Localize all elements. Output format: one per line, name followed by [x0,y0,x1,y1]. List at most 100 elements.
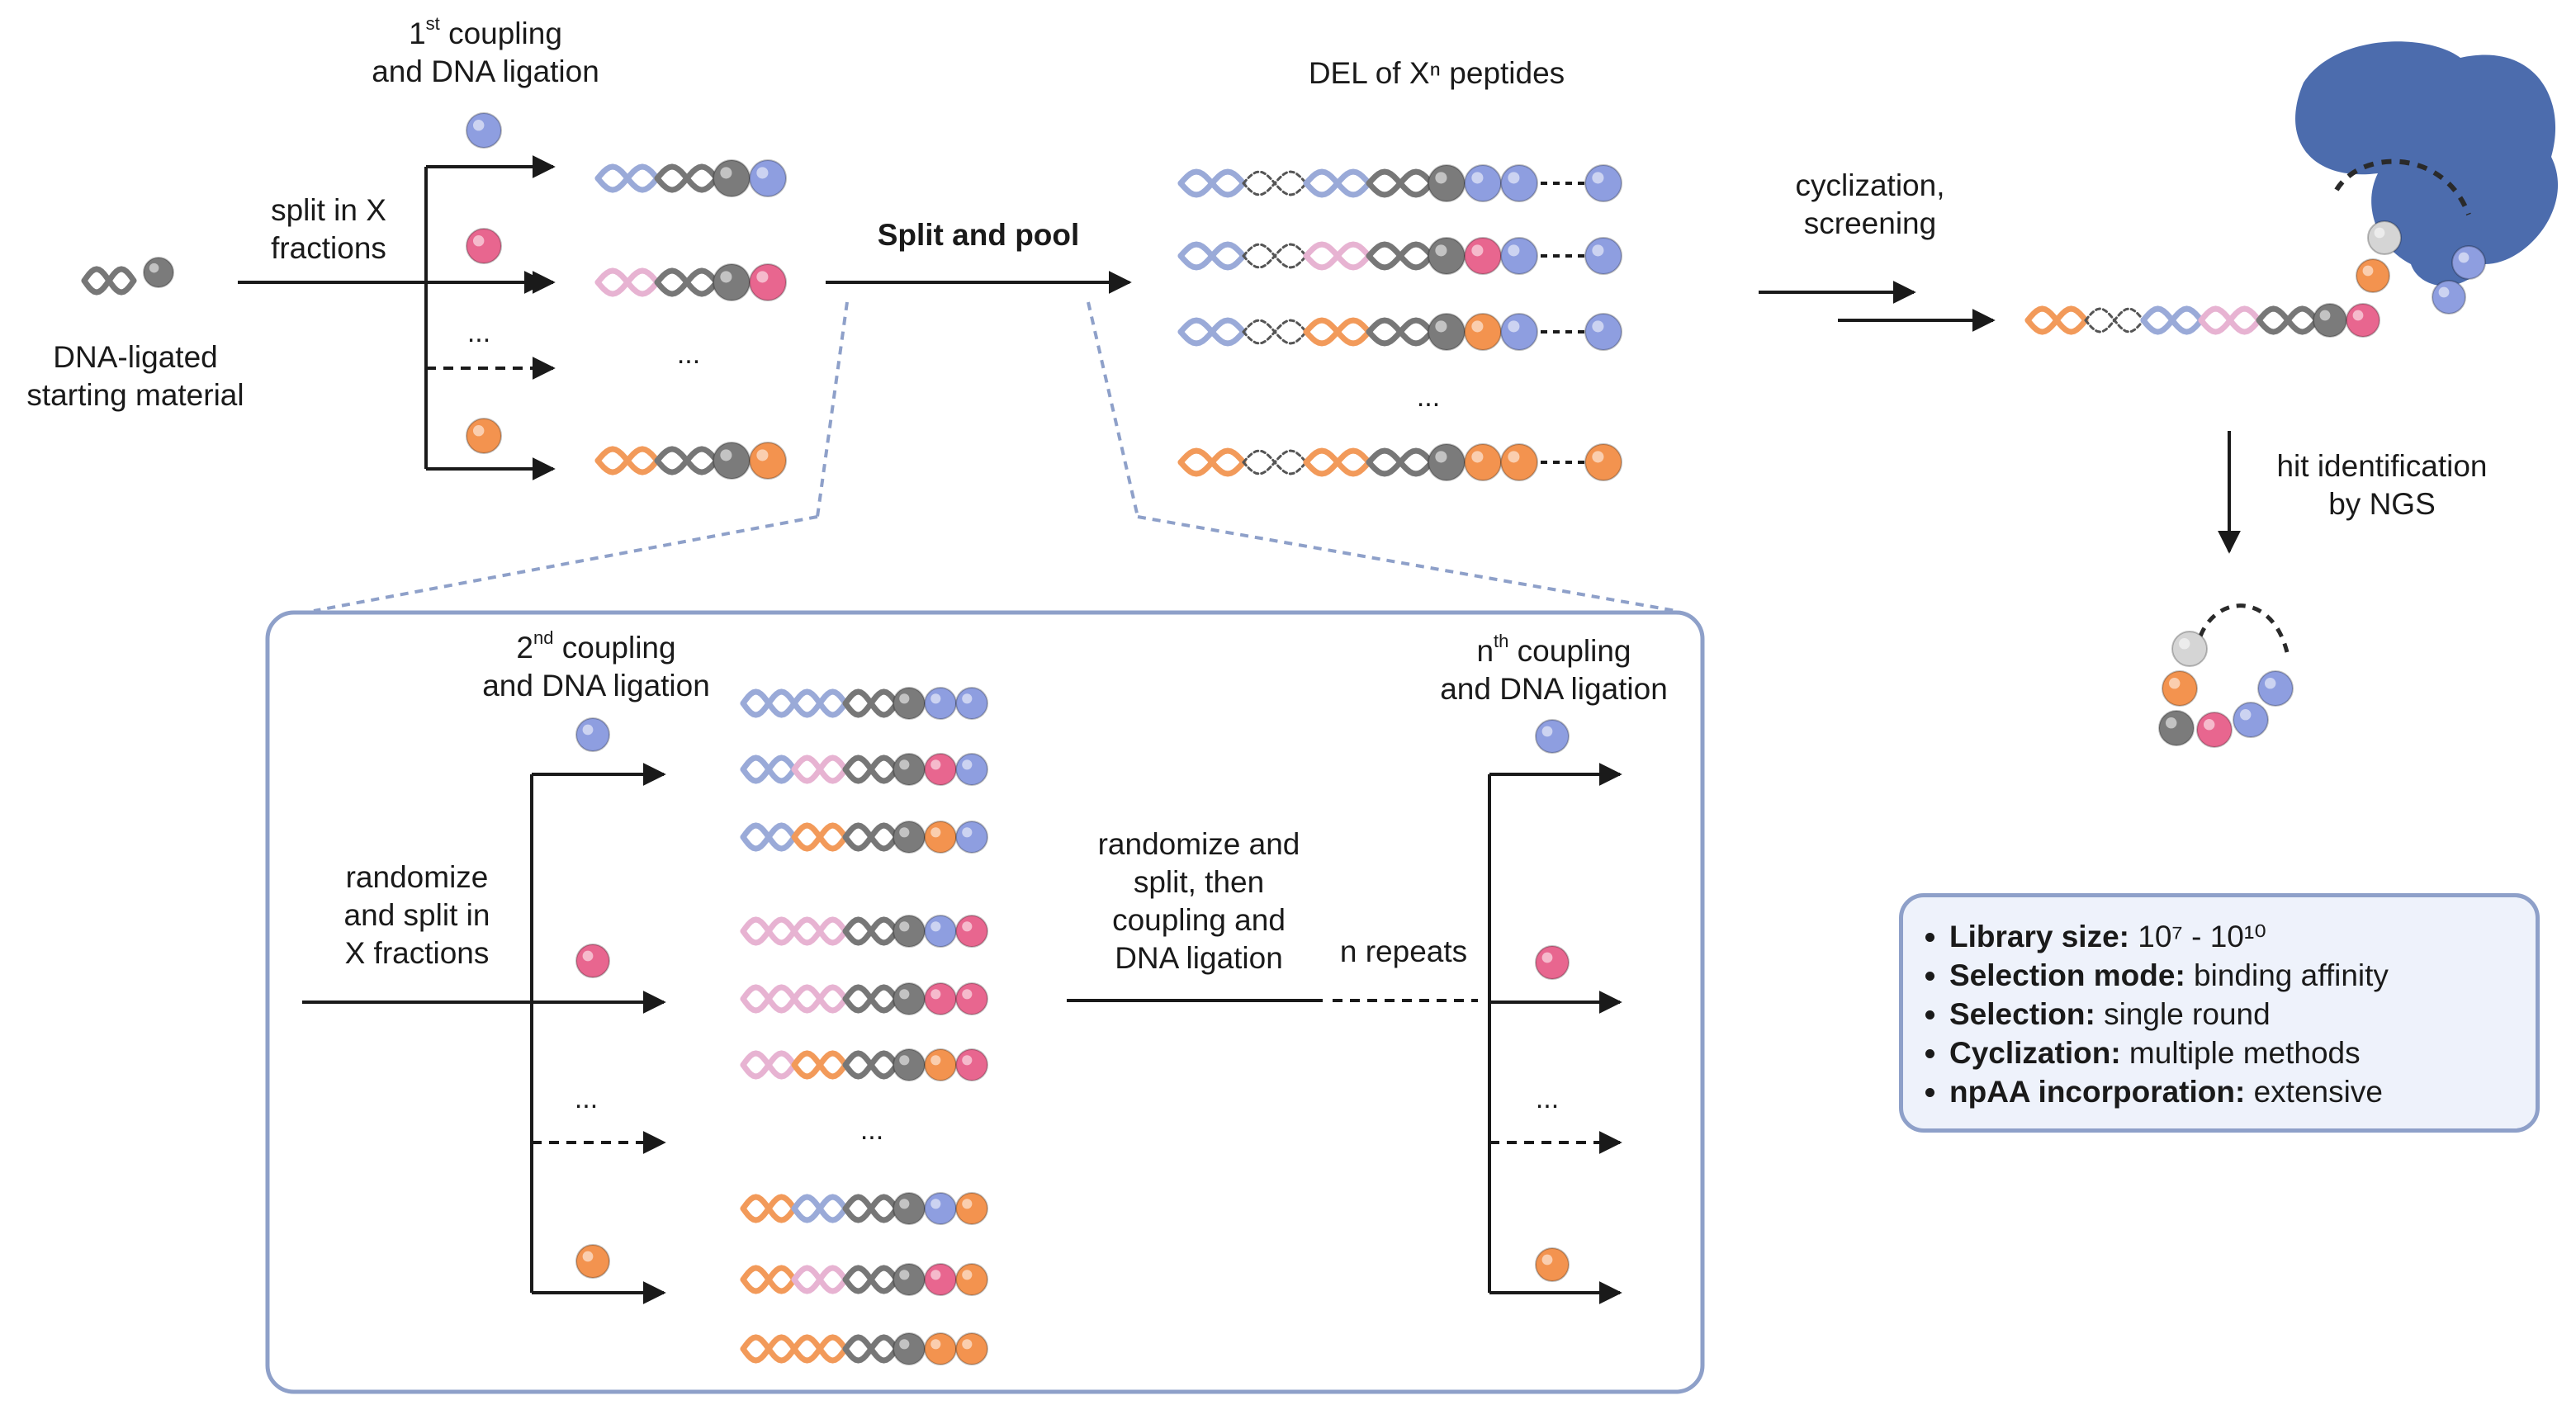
bead-highlight [930,1339,941,1350]
bead-highlight [2319,310,2331,321]
nth-text: th coupling and DNA ligation [1440,630,1668,706]
bead-highlight [930,989,941,1000]
dna-segment [740,916,798,946]
dna-segment [740,1334,798,1364]
hit-identification-label: hit identification by NGS [2276,449,2488,521]
bead-highlight [2168,677,2181,689]
zoom-connector-left [816,301,849,518]
dna-segment [791,1194,849,1223]
bead-highlight [1508,451,1520,463]
bead-highlight [2264,677,2276,689]
bead-highlight [899,921,910,932]
bead-highlight [2178,637,2190,650]
dna-segment [654,163,720,193]
bead-highlight [1508,320,1520,333]
ellipsis-5: ... [860,1114,883,1146]
bead-highlight [1592,172,1604,184]
amino-acid-bead [893,1048,926,1081]
n-repeats-label: n repeats [1321,933,1486,971]
dna-segment [791,755,849,784]
amino-acid-bead [955,1048,988,1081]
dna-segment [1242,170,1308,196]
amino-acid-bead [955,821,988,854]
dna-segment [1177,447,1247,477]
amino-acid-bead [893,1332,926,1365]
amino-acid-bead [1428,313,1466,351]
bead-highlight [1592,244,1604,257]
dna-segment [791,822,849,852]
second-bead-blue [575,717,610,752]
bead-highlight [149,263,159,273]
bead-highlight [1508,244,1520,257]
amino-acid-bead [955,1263,988,1296]
dna-segment [1366,168,1435,198]
dna-segment [842,916,900,946]
info-item-value: binding affinity [2185,958,2389,992]
ellipsis-4: ... [575,1083,598,1114]
split-in-x-label: split in X fractions [271,193,386,265]
hit-bead-blue-1 [2233,702,2269,738]
dna-segment [2024,305,2089,335]
bead-highlight [930,693,941,704]
bead-highlight [2438,286,2450,298]
bead-highlight [962,693,973,704]
dna-segment [842,984,900,1014]
info-item: npAA incorporation: extensive [1949,1072,2519,1111]
hit-bead-blue-2 [2257,670,2294,707]
split-and-pool-label: Split and pool [877,218,1080,252]
zoom-connector-right-2 [1137,515,1677,613]
second-coupling-label: 2nd coupling and DNA ligation [482,627,710,702]
dna-segment [842,755,900,784]
dna-segment [791,1050,849,1080]
amino-acid-bead [1500,164,1538,202]
amino-acid-bead [1464,237,1502,275]
nth-bead-blue [1535,719,1570,754]
dna-segment [842,688,900,718]
bead-highlight [1541,726,1553,737]
bead-highlight [472,119,485,131]
amino-acid-bead [955,687,988,720]
amino-acid-bead [893,915,926,948]
hit-bead-light [2171,631,2208,667]
dna-segment [791,984,849,1014]
dna-segment [1366,447,1435,477]
ellipsis-1: ... [467,317,490,348]
info-item: Selection: single round [1949,995,2519,1034]
zoom-connector-left-2 [313,515,818,613]
amino-acid-bead [893,982,926,1015]
dna-segment [791,688,849,718]
dna-segment [740,688,798,718]
bead-highlight [962,1055,973,1066]
amino-acid-bead [1428,443,1466,481]
cyclic-bead-blue-1 [2432,280,2466,315]
amino-acid-bead [1464,313,1502,351]
bead-highlight [962,1199,973,1209]
amino-acid-bead [1500,443,1538,481]
amino-acid-bead [749,159,787,197]
amino-acid-bead [713,159,751,197]
amino-acid-bead [955,1192,988,1225]
info-item: Cyclization: multiple methods [1949,1034,2519,1072]
amino-acid-bead [924,915,957,948]
dna-segment [1242,243,1308,269]
ellipsis-3: ... [1417,381,1440,413]
amino-acid-bead [893,753,926,786]
amino-acid-bead [1464,164,1502,202]
amino-acid-bead [924,1332,957,1365]
dna-segment [842,1194,900,1223]
second-bead-orange [575,1244,610,1279]
bead-highlight [2362,265,2374,277]
first-coupling-label: 1st coupling and DNA ligation [372,12,599,88]
dna-segment [842,1334,900,1364]
dna-segment [594,446,661,475]
zoom-panel-border [265,610,1705,1394]
amino-acid-bead [1584,164,1622,202]
bead-highlight [899,827,910,838]
bead-highlight [756,449,769,461]
amino-acid-bead [955,982,988,1015]
bead-highlight [1435,244,1447,257]
amino-acid-bead [2313,303,2347,338]
dna-segment [740,1194,798,1223]
bead-highlight [930,1055,941,1066]
